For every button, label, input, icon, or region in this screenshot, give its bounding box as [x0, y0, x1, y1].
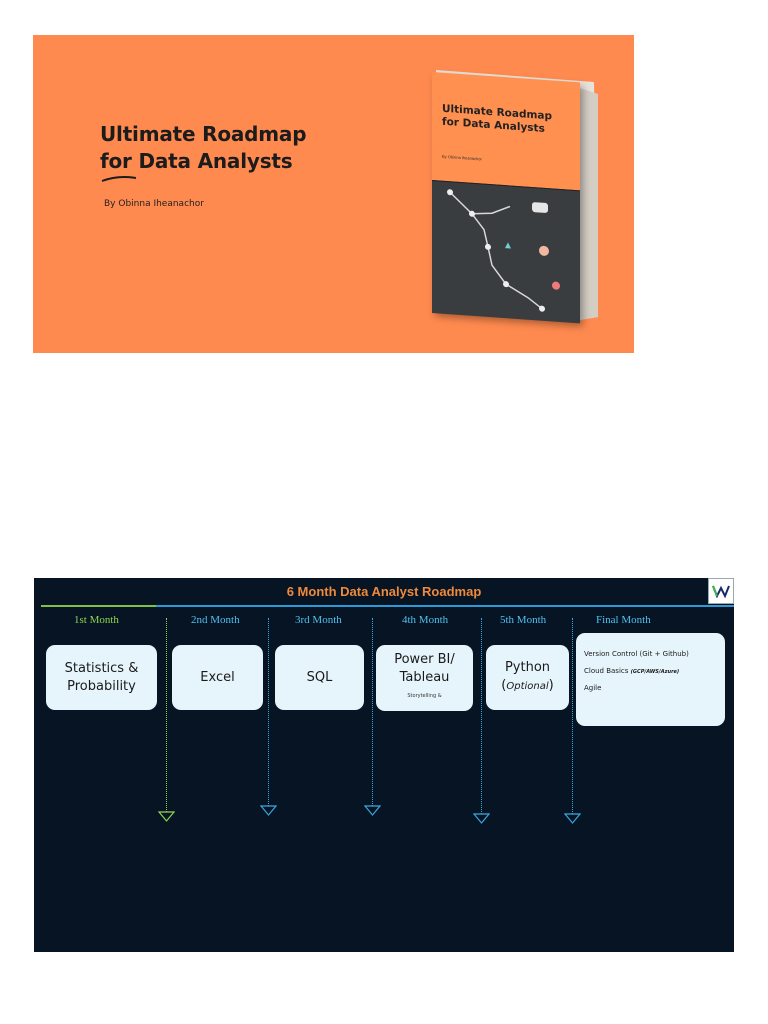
book-photo	[432, 180, 580, 324]
divider-1	[166, 618, 167, 812]
card-excel: Excel	[172, 645, 263, 710]
card-sql: SQL	[275, 645, 364, 710]
logo-icon	[708, 578, 734, 604]
final-agile: Agile	[584, 684, 602, 692]
month-label-4: 4th Month	[402, 614, 449, 626]
timeline-rule	[156, 605, 734, 607]
final-cloud: Cloud Basics (GCP/AWS/Azure)	[584, 667, 717, 675]
cover-title-line2: for Data Analysts	[100, 149, 293, 173]
month-label-2: 2nd Month	[191, 614, 240, 626]
card-python-optional: (Optional)	[501, 678, 554, 693]
final-version-control: Version Control (Git + Github)	[584, 650, 717, 658]
w-logo-icon	[712, 585, 730, 598]
month-label-5: 5th Month	[500, 614, 547, 626]
underline-swoosh-icon	[101, 176, 137, 182]
card-statistics-line2: Probability	[67, 678, 136, 694]
month-label-6: Final Month	[596, 614, 651, 626]
card-python: Python (Optional)	[486, 645, 569, 710]
card-powerbi-line2: Tableau	[399, 670, 450, 685]
roadmap-title: 6 Month Data Analyst Roadmap	[286, 584, 482, 599]
card-final: Version Control (Git + Github) Cloud Bas…	[576, 633, 725, 726]
month-label-1: 1st Month	[74, 614, 119, 626]
cover-title-line1: Ultimate Roadmap	[100, 122, 307, 146]
card-statistics: Statistics & Probability	[46, 645, 157, 710]
cover-author: By Obinna Iheanachor	[104, 199, 204, 209]
divider-3	[372, 618, 373, 806]
arrow-down-icon	[260, 805, 277, 816]
divider-5	[572, 618, 573, 814]
card-powerbi: Power BI/ Tableau Storytelling &	[376, 645, 473, 711]
arrow-down-icon	[564, 813, 581, 824]
arrow-down-icon	[473, 813, 490, 824]
book-author: By Obinna Iheanachor	[442, 153, 482, 162]
cover-title: Ultimate Roadmap for Data Analysts	[100, 121, 307, 175]
arrow-down-icon	[158, 811, 175, 822]
divider-2	[268, 618, 269, 806]
roadmap-panel: 6 Month Data Analyst Roadmap 1st Month 2…	[34, 578, 734, 952]
card-python-label: Python	[504, 660, 551, 675]
final-cloud-label: Cloud Basics	[584, 667, 629, 675]
card-powerbi-line1: Power BI/	[394, 652, 455, 667]
timeline-rule-first	[41, 605, 156, 607]
card-python-optional-text: Optional	[506, 681, 549, 692]
constellation-image-icon	[447, 189, 560, 312]
book-title: Ultimate Roadmap for Data Analysts	[442, 103, 576, 138]
card-powerbi-sub: Storytelling &	[407, 693, 442, 699]
card-sql-label: SQL	[306, 669, 333, 685]
arrow-down-icon	[364, 805, 381, 816]
final-version-control-label: Version Control	[584, 650, 638, 658]
final-cloud-detail: (GCP/AWS/Azure)	[630, 669, 680, 675]
book-cover: Ultimate Roadmap for Data Analysts By Ob…	[432, 72, 580, 324]
divider-4	[481, 618, 482, 814]
card-excel-label: Excel	[200, 669, 235, 685]
card-statistics-line1: Statistics &	[64, 660, 139, 676]
final-version-control-detail: (Git + Github)	[639, 650, 689, 658]
month-label-3: 3rd Month	[295, 614, 342, 626]
